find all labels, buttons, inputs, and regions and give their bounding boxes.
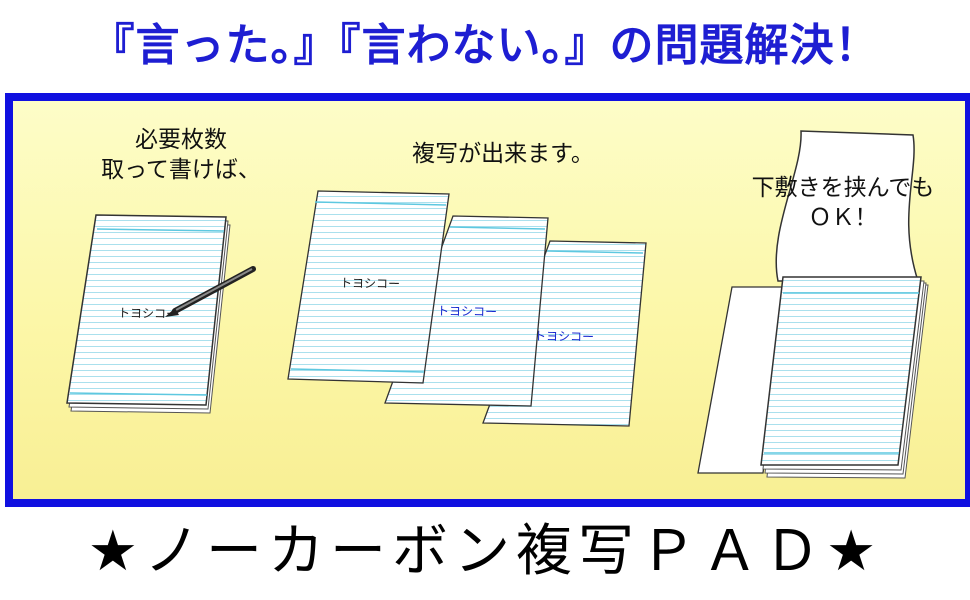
illustration-panel: トヨシコー トヨシコー トヨシコー トヨシコ: [5, 93, 970, 507]
caption-step1-line2: 取って書けば、: [101, 157, 261, 183]
pen-icon: [165, 266, 256, 317]
pad-writing: トヨシコー: [118, 306, 178, 321]
caption-step1: 必要枚数 取って書けば、: [61, 125, 301, 185]
copy-writing-original: トヨシコー: [340, 276, 400, 291]
caption-step3: 下敷きを挟んでも ＯＫ！: [713, 173, 965, 233]
folded-cover-sheet: [775, 130, 920, 282]
headline: 『言った。』『言わない。』の問題解決！: [90, 20, 880, 71]
underlay-board: [697, 286, 786, 474]
caption-step3-line1: 下敷きを挟んでも: [751, 175, 935, 201]
caption-step2: 複写が出来ます。: [412, 141, 594, 167]
copy-writing-third: トヨシコー: [534, 329, 594, 344]
product-name-footer: ★ノーカーボン複写ＰＡＤ★: [87, 519, 883, 584]
writing-pad: トヨシコー: [66, 214, 231, 414]
copy-sheet-original: トヨシコー: [287, 190, 450, 384]
caption-step1-line1: 必要枚数: [135, 127, 227, 153]
caption-step3-line2: ＯＫ！: [808, 205, 878, 231]
pad-with-underlay: [760, 276, 929, 479]
illustration: トヨシコー トヨシコー トヨシコー トヨシコ: [66, 130, 929, 479]
copy-writing-second: トヨシコー: [437, 304, 497, 319]
